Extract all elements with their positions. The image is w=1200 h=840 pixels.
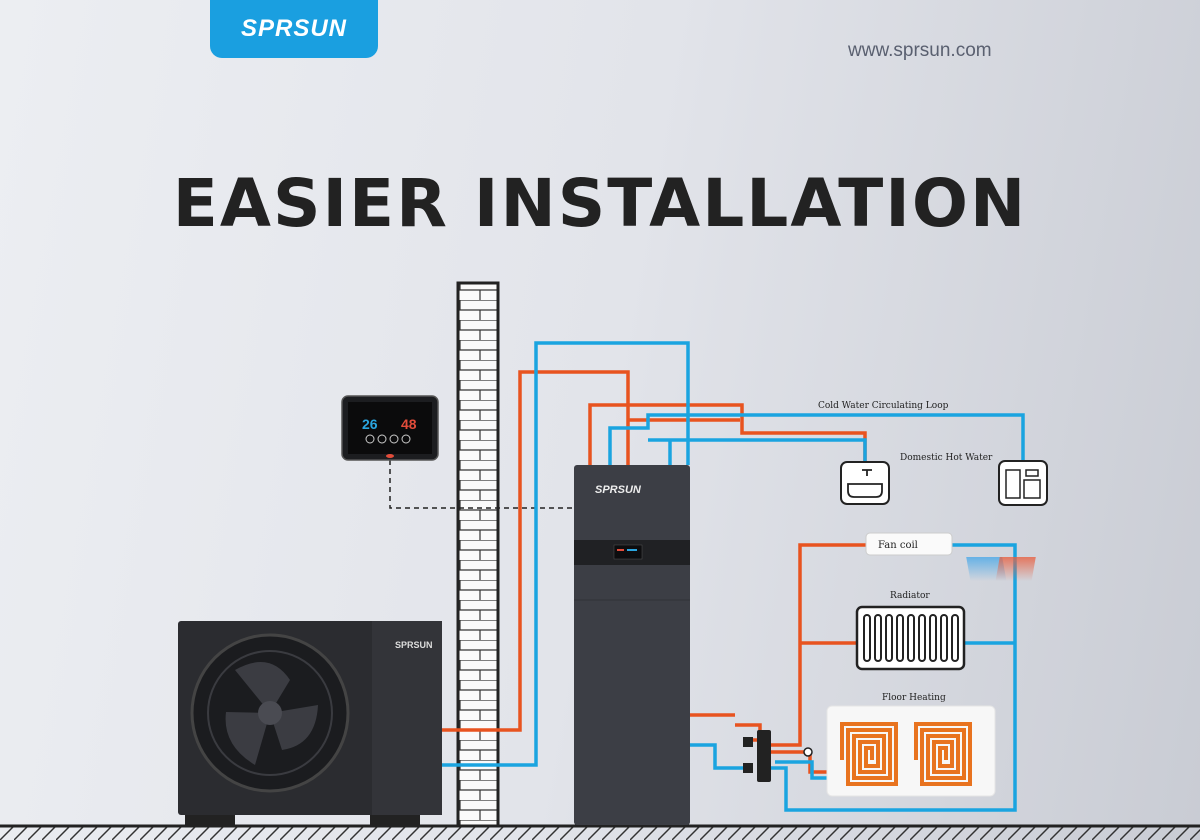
fan-coil-label: Fan coil bbox=[878, 540, 918, 551]
floor-heating-label: Floor Heating bbox=[882, 693, 946, 703]
website-url: www.sprsun.com bbox=[848, 40, 992, 61]
wall-controller: 26 48 bbox=[341, 395, 439, 461]
indoor-unit-logo: SPRSUN bbox=[595, 484, 642, 496]
radiator-label: Radiator bbox=[890, 591, 930, 601]
signal-cable bbox=[389, 460, 605, 509]
hot-water-pipes bbox=[440, 370, 868, 774]
outdoor-unit-logo: SPRSUN bbox=[395, 640, 433, 650]
controller-temp-right: 48 bbox=[401, 416, 417, 432]
radiator bbox=[855, 605, 966, 671]
controller-temp-left: 26 bbox=[362, 416, 378, 432]
page-title: EASIER INSTALLATION bbox=[172, 165, 1028, 242]
brand-logo-tab: SPRSUN bbox=[210, 0, 378, 58]
outdoor-heat-pump: SPRSUN bbox=[178, 621, 442, 827]
bathtub-icon bbox=[840, 461, 890, 505]
floor-heating bbox=[826, 705, 996, 797]
brand-logo: SPRSUN bbox=[240, 15, 348, 42]
cold-loop-label: Cold Water Circulating Loop bbox=[818, 401, 949, 411]
ground bbox=[0, 824, 1200, 840]
dhw-label: Domestic Hot Water bbox=[900, 453, 993, 463]
indoor-unit: SPRSUN bbox=[574, 465, 690, 825]
kitchen-icon bbox=[998, 460, 1048, 506]
brick-wall bbox=[456, 281, 500, 828]
manifold bbox=[743, 730, 813, 782]
fan-coil: Fan coil bbox=[865, 532, 1036, 581]
